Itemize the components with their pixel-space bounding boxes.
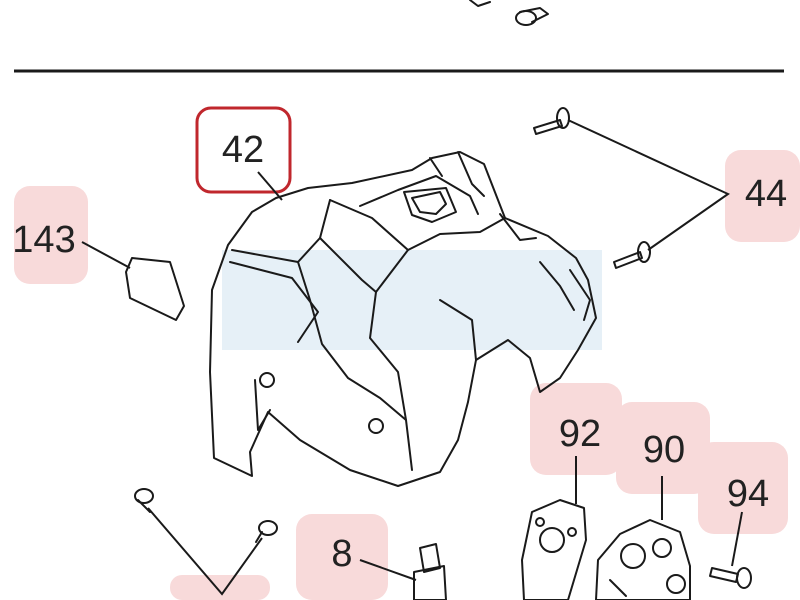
callout-bg-8	[296, 514, 388, 600]
screw-right	[255, 520, 278, 543]
callout-bg-44	[725, 150, 800, 242]
callout-label-94: 94	[727, 473, 769, 515]
bolt-lower-44	[613, 241, 651, 269]
callout-bg-90	[616, 402, 710, 494]
spark-plug-part-8	[413, 543, 447, 600]
bolt-upper-44	[533, 107, 570, 135]
leader-8	[359, 559, 417, 581]
callout-label-90: 90	[643, 429, 685, 471]
leader-143	[81, 241, 131, 269]
leader-42	[257, 171, 283, 201]
callout-label-92: 92	[559, 413, 601, 455]
callout-bg-94	[698, 442, 788, 534]
leader-44	[567, 119, 730, 251]
window-part-143	[125, 257, 185, 321]
screw-left	[134, 488, 154, 513]
bolt-part-94	[709, 567, 752, 589]
carburetor-part-90	[595, 519, 691, 600]
leader-unlabeled	[147, 507, 263, 596]
callout-label-44: 44	[745, 173, 787, 215]
watermark-band	[222, 250, 602, 350]
bolt-top	[469, 0, 549, 26]
callout-bg-143	[14, 186, 88, 284]
callout-bg-unlabeled	[170, 575, 270, 600]
cylinder-cover-part	[209, 151, 597, 487]
callout-bg-92	[530, 383, 622, 475]
callout-label-42: 42	[222, 129, 264, 171]
leader-94	[731, 511, 743, 567]
callout-label-143: 143	[12, 219, 75, 261]
callout-label-8: 8	[331, 533, 352, 575]
callout-highlight-42	[195, 106, 292, 194]
gasket-part-92	[521, 499, 587, 600]
